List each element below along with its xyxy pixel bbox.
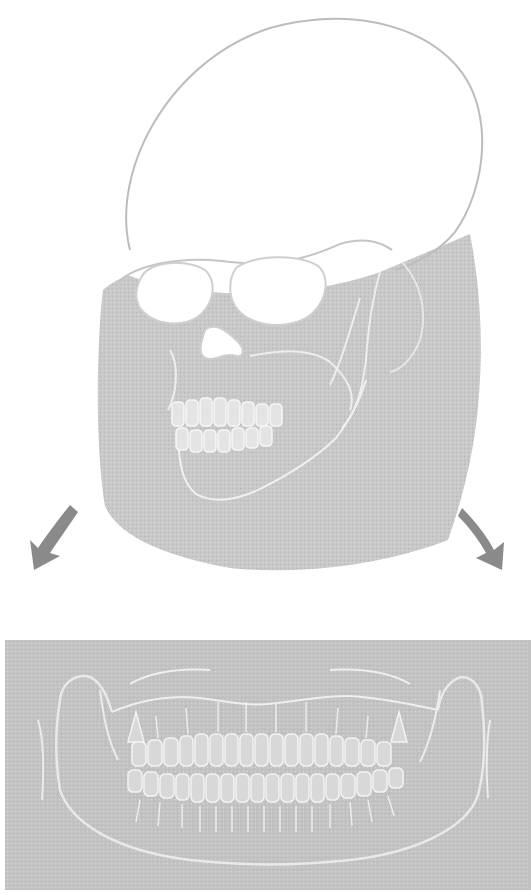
arrow-right-down	[458, 508, 504, 570]
arrow-left-down	[30, 505, 78, 570]
skull-illustration	[98, 19, 482, 570]
left-orbit	[136, 263, 212, 324]
right-orbit	[230, 257, 325, 325]
panoramic-panel	[5, 640, 531, 890]
panoramic-radiograph	[5, 640, 531, 890]
cranium-outline	[126, 19, 482, 270]
